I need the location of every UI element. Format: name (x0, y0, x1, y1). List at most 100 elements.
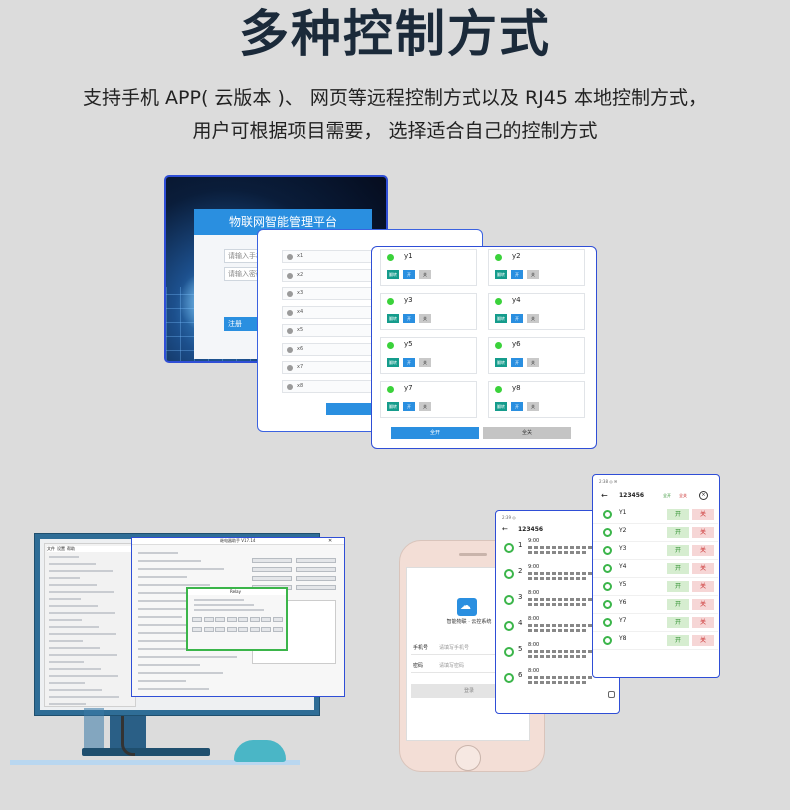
toggle-button[interactable]: 翻转 (387, 402, 399, 411)
off-button[interactable]: 关 (692, 563, 714, 574)
on-button[interactable]: 开 (403, 358, 415, 367)
relay-label: Y3 (619, 545, 627, 552)
all-off-button[interactable]: 全关 (483, 427, 571, 439)
off-button[interactable]: 关 (419, 314, 431, 323)
dialog-relay-button[interactable] (238, 617, 248, 622)
timer-toggle-icon[interactable] (504, 543, 514, 553)
dialog-relay-button[interactable] (261, 617, 271, 622)
off-button[interactable]: 关 (692, 635, 714, 646)
toggle-button[interactable]: 翻转 (495, 314, 507, 323)
dialog-relay-button[interactable] (226, 617, 237, 622)
off-button[interactable]: 关 (692, 599, 714, 610)
dialog-relay-button[interactable] (249, 617, 260, 622)
dialog-relay-button[interactable] (272, 627, 283, 632)
off-button[interactable]: 关 (692, 527, 714, 538)
window-field (138, 632, 228, 634)
dialog-relay-button[interactable] (215, 617, 225, 622)
password-field[interactable]: 请填写密码 (439, 663, 465, 669)
relay-label: Y1 (619, 509, 627, 516)
on-button[interactable]: 开 (511, 402, 523, 411)
on-button[interactable]: 开 (403, 402, 415, 411)
window-field (49, 640, 83, 642)
timer-toggle-icon[interactable] (504, 621, 514, 631)
window-button[interactable] (252, 558, 292, 563)
dialog-relay-button[interactable] (215, 627, 225, 632)
dialog-relay-button[interactable] (203, 627, 214, 632)
home-button[interactable] (455, 745, 481, 771)
back-arrow-icon[interactable]: ← (601, 491, 608, 500)
status-dot-icon (287, 365, 293, 371)
on-button[interactable]: 开 (511, 270, 523, 279)
toggle-button[interactable]: 翻转 (387, 314, 399, 323)
dialog-relay-button[interactable] (249, 627, 260, 632)
back-arrow-icon[interactable]: ← (502, 525, 508, 533)
window-button[interactable] (252, 567, 292, 572)
on-button[interactable]: 开 (667, 617, 689, 628)
close-icon[interactable]: ✕ (328, 538, 333, 544)
all-on-link[interactable]: 全开 (663, 493, 671, 498)
menu-help[interactable]: 帮助 (67, 546, 75, 551)
on-button[interactable]: 开 (667, 527, 689, 538)
timer-toggle-icon[interactable] (504, 595, 514, 605)
on-button[interactable]: 开 (403, 314, 415, 323)
off-button[interactable]: 关 (527, 358, 539, 367)
dialog-relay-button[interactable] (192, 617, 202, 622)
dialog-relay-button[interactable] (272, 617, 283, 622)
window-button[interactable] (296, 585, 336, 590)
off-button[interactable]: 关 (527, 402, 539, 411)
dialog-relay-button[interactable] (226, 627, 237, 632)
timer-toggle-icon[interactable] (504, 569, 514, 579)
on-button[interactable]: 开 (667, 635, 689, 646)
on-button[interactable]: 开 (667, 563, 689, 574)
menu-file[interactable]: 文件 (47, 546, 55, 551)
on-button[interactable]: 开 (667, 545, 689, 556)
off-button[interactable]: 关 (692, 545, 714, 556)
toggle-button[interactable]: 翻转 (495, 358, 507, 367)
dialog-relay-button[interactable] (192, 627, 202, 632)
off-button[interactable]: 关 (692, 581, 714, 592)
timer-toggle-icon[interactable] (504, 647, 514, 657)
on-button[interactable]: 开 (667, 581, 689, 592)
timer-toggle-icon[interactable] (504, 673, 514, 683)
window-button[interactable] (252, 576, 292, 581)
window-field (138, 608, 219, 610)
on-button[interactable]: 开 (511, 358, 523, 367)
on-button[interactable]: 开 (667, 509, 689, 520)
window-button[interactable] (296, 558, 336, 563)
off-button[interactable]: 关 (527, 270, 539, 279)
dialog-relay-button[interactable] (261, 627, 271, 632)
window-field (138, 664, 200, 666)
on-button[interactable]: 开 (667, 599, 689, 610)
all-on-button[interactable]: 全开 (391, 427, 479, 439)
toggle-button[interactable]: 翻转 (387, 358, 399, 367)
all-off-link[interactable]: 全关 (679, 493, 687, 498)
off-button[interactable]: 关 (419, 270, 431, 279)
dialog-relay-button[interactable] (203, 617, 214, 622)
window-button[interactable] (296, 576, 336, 581)
toggle-button[interactable]: 翻转 (387, 270, 399, 279)
phone-field[interactable]: 请填写手机号 (439, 645, 470, 651)
off-button[interactable]: 关 (527, 314, 539, 323)
off-button[interactable]: 关 (419, 402, 431, 411)
input-row: x5 (282, 324, 380, 337)
close-icon[interactable]: × (699, 491, 708, 500)
off-button[interactable]: 关 (692, 617, 714, 628)
on-button[interactable]: 开 (403, 270, 415, 279)
dialog-relay-button[interactable] (238, 627, 248, 632)
add-timer-icon[interactable] (608, 691, 615, 698)
toggle-button[interactable]: 翻转 (495, 402, 507, 411)
toggle-button[interactable]: 翻转 (495, 270, 507, 279)
on-button[interactable]: 开 (511, 314, 523, 323)
window-button[interactable] (296, 567, 336, 572)
off-button[interactable]: 关 (419, 358, 431, 367)
menu-settings[interactable]: 设置 (57, 546, 65, 551)
off-button[interactable]: 关 (692, 509, 714, 520)
window-field (138, 640, 191, 642)
